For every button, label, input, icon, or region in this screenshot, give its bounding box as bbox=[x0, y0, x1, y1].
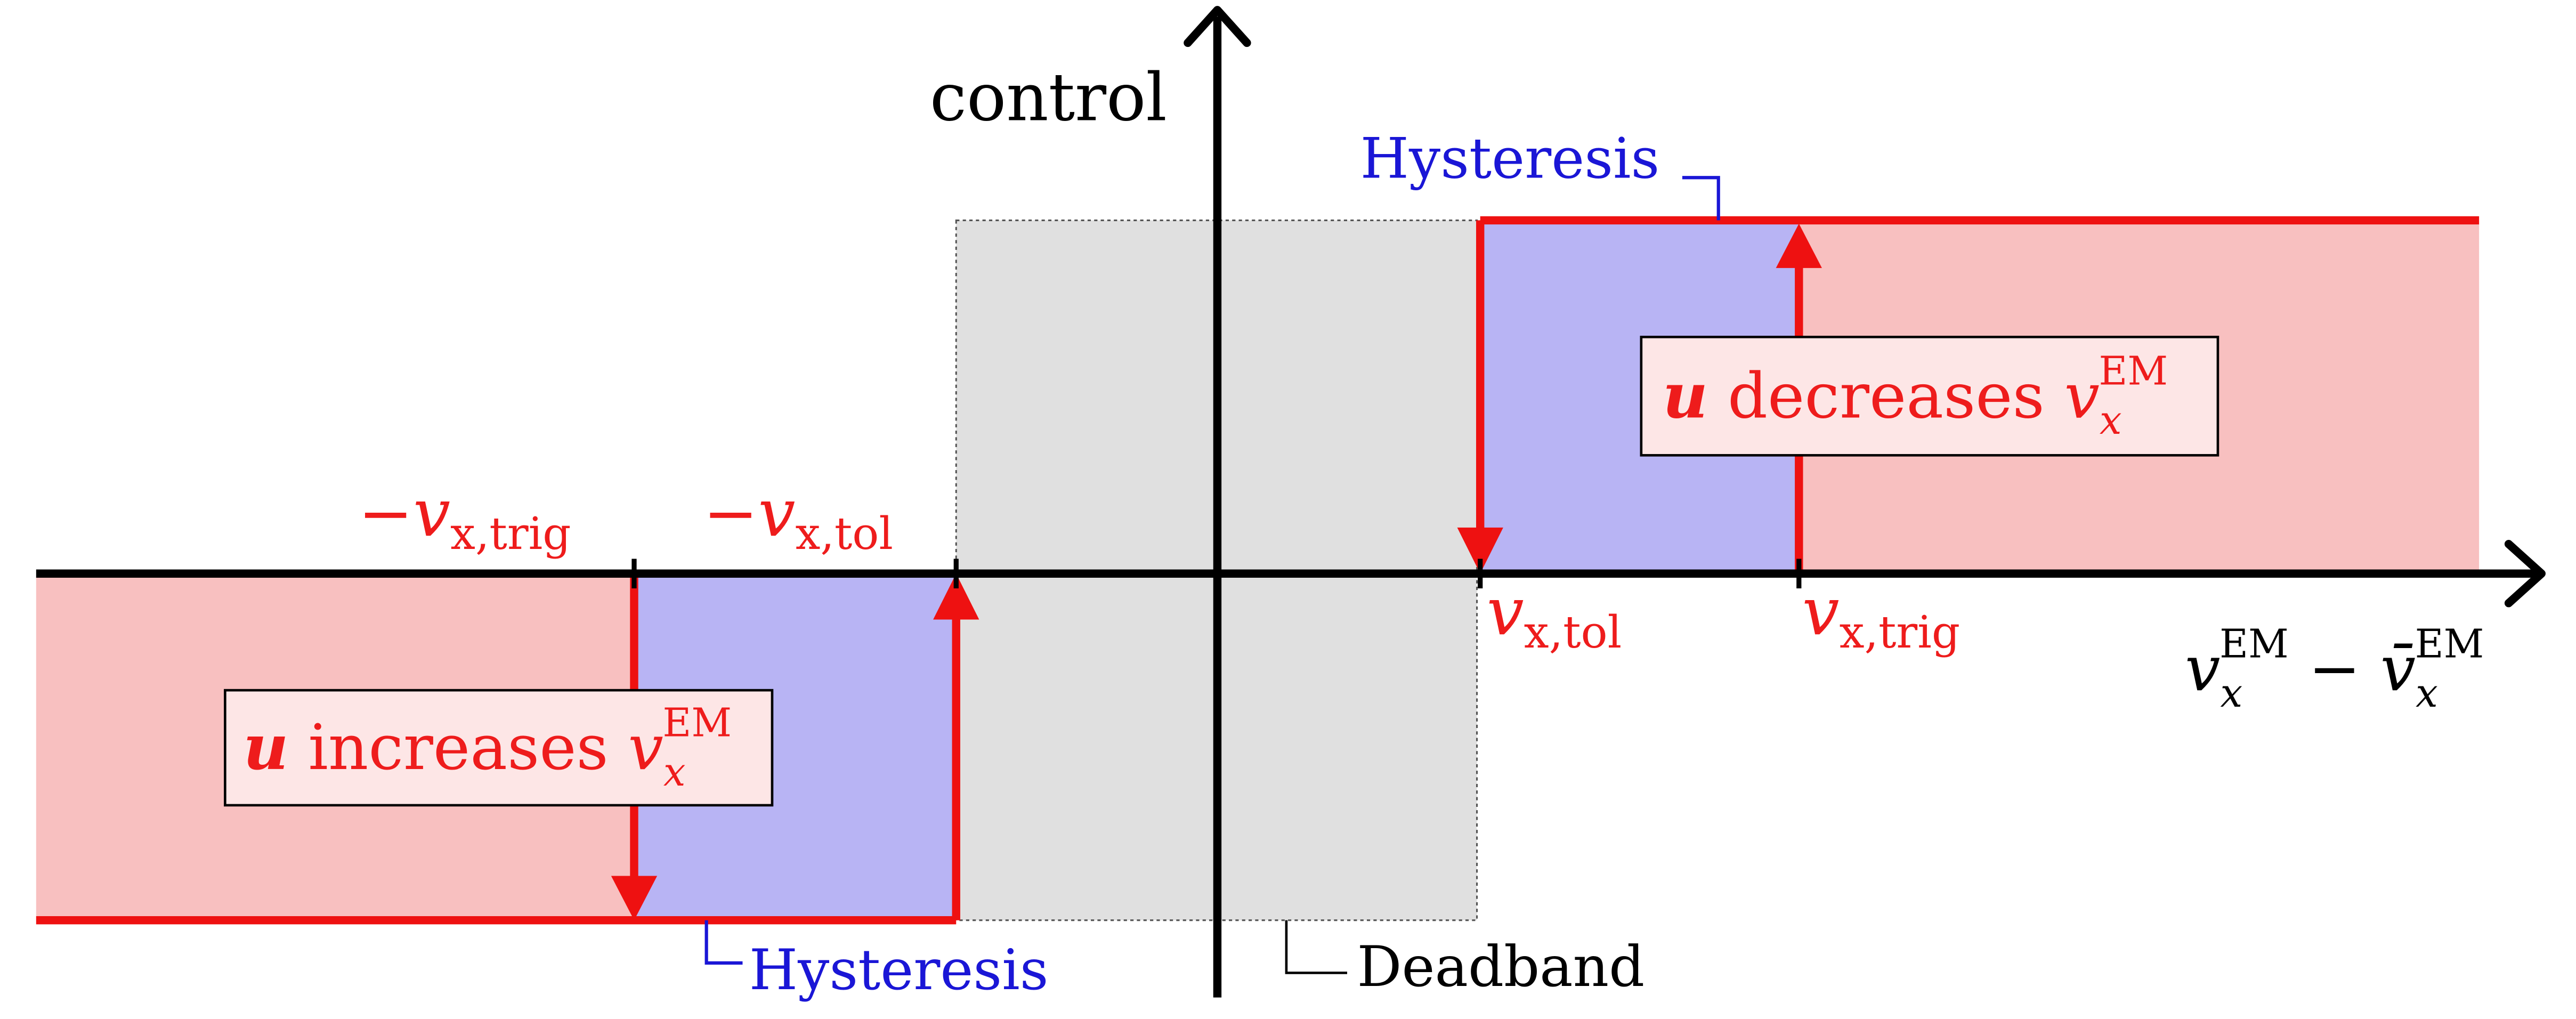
switch-up-left-arrowhead bbox=[933, 573, 979, 620]
hysteresis-leader-top bbox=[1682, 176, 1720, 221]
y-axis-label: control bbox=[930, 60, 1167, 136]
threshold-label-neg-tol: −vx,tol bbox=[703, 475, 893, 560]
hysteresis-leader-bottom bbox=[704, 920, 743, 965]
switch-down-right-arrowhead bbox=[1457, 527, 1503, 574]
switch-up-right-arrowhead bbox=[1776, 223, 1822, 268]
x-axis-label: vxEM−v̄xEM bbox=[2185, 621, 2484, 716]
hysteresis-label-top: Hysteresis bbox=[1360, 126, 1660, 191]
deadband-label: Deadband bbox=[1357, 934, 1645, 999]
deadband-leader bbox=[1285, 920, 1347, 974]
hysteresis-label-bottom: Hysteresis bbox=[749, 937, 1049, 1002]
threshold-label-pos-trig: vx,trig bbox=[1802, 574, 1960, 658]
y-axis-arrowhead bbox=[1184, 6, 1251, 47]
threshold-label-neg-trig: −vx,trig bbox=[358, 475, 571, 560]
x-axis-arrowhead bbox=[2504, 540, 2546, 608]
threshold-label-pos-tol: vx,tol bbox=[1487, 574, 1622, 658]
switch-down-left-arrowhead bbox=[611, 876, 658, 920]
